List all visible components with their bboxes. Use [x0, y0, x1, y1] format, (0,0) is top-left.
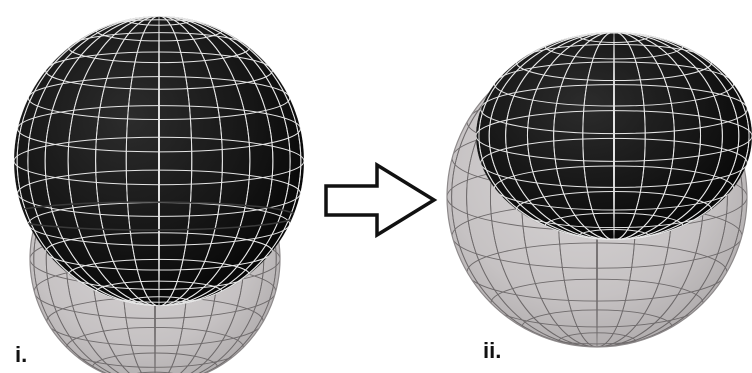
panel-ii-inner-sphere — [476, 32, 752, 240]
right-arrow-icon — [324, 161, 438, 239]
panel-label-i: i. — [15, 342, 27, 367]
panel-label-ii: ii. — [483, 338, 501, 363]
panel-i-inner-sphere — [14, 16, 304, 306]
